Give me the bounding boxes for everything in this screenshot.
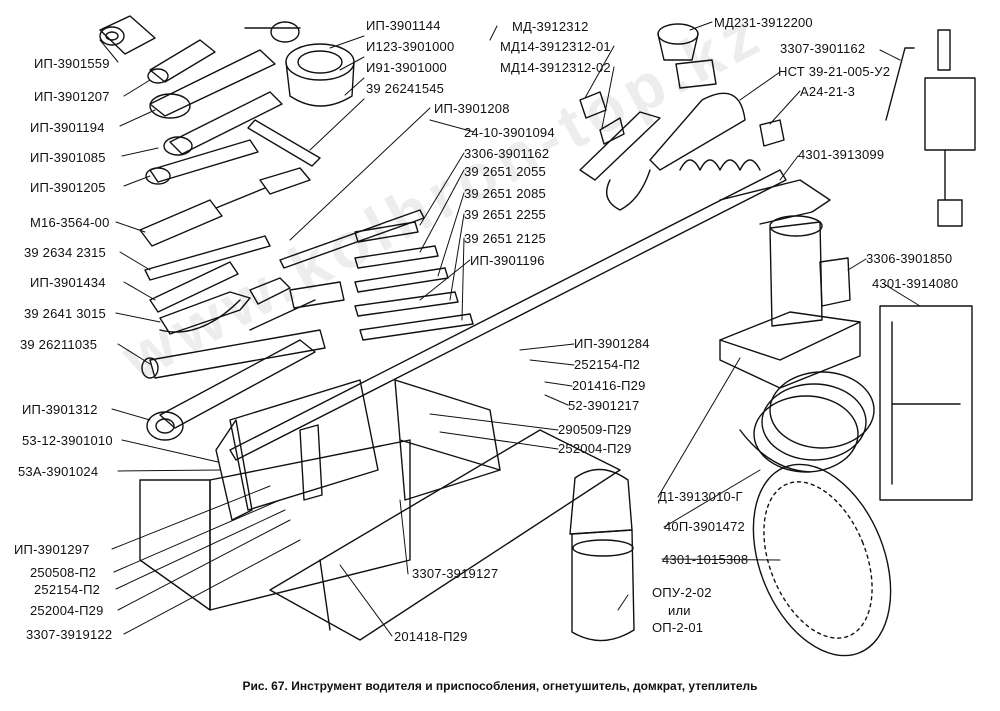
figure-caption: Рис. 67. Инструмент водителя и приспособ… xyxy=(242,679,758,693)
tool-bag-drawing xyxy=(215,379,379,521)
leader-lines xyxy=(99,21,921,637)
label-ip-3901205: ИП-3901205 xyxy=(30,180,106,195)
label-md231-3912200: МД231-3912200 xyxy=(714,15,813,30)
label-3306-3901850: 3306-3901850 xyxy=(866,251,953,266)
wheel-brace-drawing xyxy=(141,329,326,441)
label-ip-3901207: ИП-3901207 xyxy=(34,89,110,104)
label-ip-3901194: ИП-3901194 xyxy=(30,120,105,135)
label-39-2651-2255: 39 2651 2255 xyxy=(464,207,546,222)
lamp-drawing xyxy=(579,23,785,211)
label-252004-p29-right: 252004-П29 xyxy=(558,441,632,456)
tube-drawing xyxy=(149,261,239,313)
label-ip-3901085: ИП-3901085 xyxy=(30,150,106,165)
label-m16-3564-00: М16-3564-00 xyxy=(30,215,110,230)
label-252004-p29: 252004-П29 xyxy=(30,603,104,618)
label-3307-3919127: 3307-3919127 xyxy=(412,566,499,581)
label-3306-3901162: 3306-3901162 xyxy=(464,146,550,161)
hose-coil-drawing xyxy=(739,371,875,473)
label-opu-2-02: ОПУ-2-02 xyxy=(652,585,712,600)
label-4301-1015308: 4301-1015308 xyxy=(662,552,749,567)
pliers-drawing xyxy=(159,277,291,335)
label-39-26241545: 39 26241545 xyxy=(366,81,445,96)
label-ip-3901196: ИП-3901196 xyxy=(470,253,545,268)
hex-key-drawing xyxy=(885,47,915,121)
label-d1-3913010-g: Д1-3913010-Г xyxy=(658,489,743,504)
label-nst-39-21-005-u2: НСТ 39-21-005-У2 xyxy=(778,64,891,79)
label-ip-3901559: ИП-3901559 xyxy=(34,56,110,71)
label-ip-3901297: ИП-3901297 xyxy=(14,542,90,557)
label-ili: или xyxy=(668,603,691,618)
label-ip-3901208: ИП-3901208 xyxy=(434,101,510,116)
label-3307-3901162: 3307-3901162 xyxy=(780,41,866,56)
insulation-cover-drawing xyxy=(752,463,892,657)
jack-bracket-drawing xyxy=(719,179,831,225)
label-ip-3901312: ИП-3901312 xyxy=(22,402,98,417)
open-wrench-row-drawing xyxy=(354,221,474,341)
label-39-2634-2315: 39 2634 2315 xyxy=(24,245,106,260)
tool-box-drawing xyxy=(139,379,621,641)
label-52-3901217: 52-3901217 xyxy=(568,398,640,413)
extinguisher-drawing xyxy=(569,468,635,642)
hammer-drawing xyxy=(249,281,345,331)
label-i91-3901000: И91-3901000 xyxy=(366,60,447,75)
socket-wrench-drawing xyxy=(99,15,156,55)
label-md14-3912312-01: МД14-3912312-01 xyxy=(500,39,611,54)
label-md-3912312: МД-3912312 xyxy=(512,19,589,34)
puller-drawing xyxy=(924,29,976,227)
flat-wrench-drawing xyxy=(147,21,301,119)
label-op-2-01: ОП-2-01 xyxy=(652,620,704,635)
label-39-2651-2055: 39 2651 2055 xyxy=(464,164,546,179)
label-ip-3901434: ИП-3901434 xyxy=(30,275,106,290)
label-53a-3901024: 53А-3901024 xyxy=(18,464,99,479)
label-39-2651-2125: 39 2651 2125 xyxy=(464,231,546,246)
label-ip-3901144: ИП-3901144 xyxy=(366,18,441,33)
panel-drawing xyxy=(879,305,973,501)
large-socket-drawing xyxy=(285,43,355,107)
label-39-26211035: 39 26211035 xyxy=(20,337,98,352)
label-i123-3901000: И123-3901000 xyxy=(366,39,455,54)
label-201416-p29: 201416-П29 xyxy=(572,378,646,393)
label-53-12-3901010: 53-12-3901010 xyxy=(22,433,113,448)
hydraulic-jack-drawing xyxy=(719,215,861,389)
screwdriver-drawing xyxy=(139,167,311,247)
label-4301-3914080: 4301-3914080 xyxy=(872,276,959,291)
label-252154-p2: 252154-П2 xyxy=(34,582,101,597)
label-a24-21-3: А24-21-3 xyxy=(800,84,856,99)
label-ip-3901284: ИП-3901284 xyxy=(574,336,650,351)
label-md14-3912312-02: МД14-3912312-02 xyxy=(500,60,611,75)
label-39-2651-2085: 39 2651 2085 xyxy=(464,186,546,201)
label-290509-p29: 290509-П29 xyxy=(558,422,632,437)
label-250508-p2: 250508-П2 xyxy=(30,565,97,580)
label-3307-3919122: 3307-3919122 xyxy=(26,627,113,642)
label-24-10-3901094: 24-10-3901094 xyxy=(464,125,555,140)
label-40p-3901472: 40П-3901472 xyxy=(664,519,745,534)
label-252154-p2-right: 252154-П2 xyxy=(574,357,641,372)
label-4301-3913099: 4301-3913099 xyxy=(798,147,885,162)
label-201418-p29: 201418-П29 xyxy=(394,629,468,644)
label-39-2641-3015: 39 2641 3015 xyxy=(24,306,106,321)
pry-bar-drawing xyxy=(144,235,271,281)
long-bar-drawing xyxy=(229,169,787,461)
spanner-stack-drawing xyxy=(145,91,321,185)
